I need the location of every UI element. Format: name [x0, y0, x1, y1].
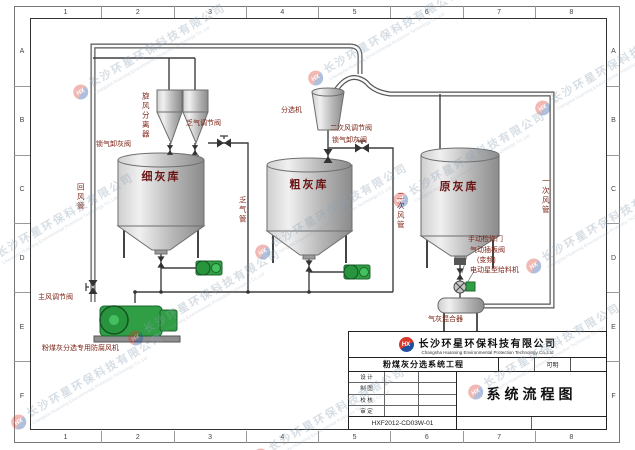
- grid-col-1: 1: [30, 431, 103, 443]
- title-block-project-row: 粉煤灰分选系统工程 可明: [349, 358, 606, 372]
- field-label: 审 定: [349, 405, 385, 416]
- raw-ash-silo: [419, 147, 501, 268]
- grid-col-6: 6: [391, 431, 464, 443]
- secondary-air-valve-symbol: [355, 143, 369, 153]
- title-block-main: 设 计 制 图 校 核 审 定: [349, 372, 606, 416]
- airlock-valve-left-symbol-2: [191, 145, 199, 155]
- project-name: 粉煤灰分选系统工程: [349, 358, 499, 371]
- grid-col-3: 3: [175, 431, 247, 443]
- field-row-drafting: 制 图: [349, 383, 456, 395]
- grid-col-5: 5: [319, 6, 392, 18]
- valves: [85, 135, 466, 294]
- field-label: 校 核: [349, 394, 385, 405]
- grid-col-4: 4: [247, 431, 319, 443]
- manual-access-door-symbol: [454, 258, 466, 265]
- grid-row-D: D: [14, 224, 30, 294]
- field-signature-cell: [385, 383, 419, 394]
- grid-col-5: 5: [319, 431, 392, 443]
- main-duct-pipes: [90, 43, 555, 309]
- grid-row-B: B: [607, 87, 620, 156]
- grid-col-7: 7: [464, 431, 536, 443]
- field-label: 制 图: [349, 383, 385, 394]
- inner-border-frame: [30, 18, 607, 430]
- grid-row-E: E: [607, 293, 620, 363]
- coarse-ash-silo: [265, 157, 354, 263]
- bottom-empty-cells: [457, 417, 606, 429]
- stage-mark: 可明: [535, 358, 571, 371]
- drawing-title: 系统流程图: [486, 386, 577, 402]
- grid-row-F: F: [19, 392, 25, 400]
- grid-row-C: C: [14, 156, 30, 225]
- field-row-design: 设 计: [349, 372, 456, 384]
- grid-col-7: 7: [464, 6, 536, 18]
- fan: [93, 305, 181, 343]
- company-name-en: Changsha Huanxing Environmental Protecti…: [421, 349, 554, 355]
- drawing-number: HXF2012-CD03W-01: [349, 417, 457, 429]
- field-date-cell: [419, 395, 456, 405]
- company-name: 长沙环星环保科技有限公司: [418, 338, 557, 350]
- pipe-junction-dots: [133, 290, 311, 294]
- grid-col-2: 2: [102, 6, 175, 18]
- stage-mark-cells: 可明: [499, 358, 606, 371]
- grid-row-A: A: [607, 18, 620, 87]
- exhaust-air-valve-symbol: [217, 138, 231, 148]
- field-date-cell: [419, 383, 456, 393]
- grid-row-D: D: [607, 224, 620, 294]
- field-label: 设 计: [349, 372, 385, 383]
- coarse-silo-pump: [343, 264, 371, 280]
- field-date-cell: [419, 372, 456, 382]
- hx-logo-icon: HX: [398, 337, 414, 352]
- field-signature-cell: [385, 372, 419, 383]
- grid-row-E: E: [14, 293, 30, 363]
- cyclone-separator: [156, 89, 209, 145]
- grid-row-B: B: [14, 87, 30, 156]
- field-row-check: 校 核: [349, 394, 456, 406]
- grid-row-A: A: [14, 18, 30, 87]
- fine-silo-pump: [195, 260, 223, 276]
- signature-fields: 设 计 制 图 校 核 审 定: [349, 372, 457, 416]
- grid-col-1: 1: [30, 6, 103, 18]
- field-date-cell: [419, 406, 456, 416]
- field-signature-cell: [385, 394, 419, 405]
- grid-col-4: 4: [247, 6, 319, 18]
- grid-col-2: 2: [102, 431, 175, 443]
- grid-col-8: 8: [569, 433, 574, 441]
- outer-border-frame: [14, 6, 620, 443]
- classifier: [311, 87, 345, 131]
- grid-col-3: 3: [175, 6, 247, 18]
- title-block-bottom-row: HXF2012-CD03W-01: [349, 416, 606, 429]
- grid-row-C: C: [607, 156, 620, 225]
- grid-col-6: 6: [391, 6, 464, 18]
- field-signature-cell: [385, 405, 419, 416]
- rotary-feeder: [453, 280, 476, 294]
- field-row-approve: 审 定: [349, 405, 456, 416]
- fine-ash-silo: [116, 152, 206, 258]
- main-air-valve-symbol: [88, 280, 98, 294]
- gas-ash-mixer: [437, 297, 485, 331]
- grid-col-8: 8: [569, 8, 574, 16]
- stage-cell-empty-2: [571, 358, 606, 371]
- stage-cell-empty-1: [499, 358, 535, 371]
- airlock-valve-right-symbol: [323, 149, 333, 163]
- title-block: HX 长沙环星环保科技有限公司 Changsha Huanxing Enviro…: [348, 331, 607, 430]
- grid-row-F: F: [611, 392, 616, 400]
- title-block-company-header: HX 长沙环星环保科技有限公司 Changsha Huanxing Enviro…: [349, 332, 606, 358]
